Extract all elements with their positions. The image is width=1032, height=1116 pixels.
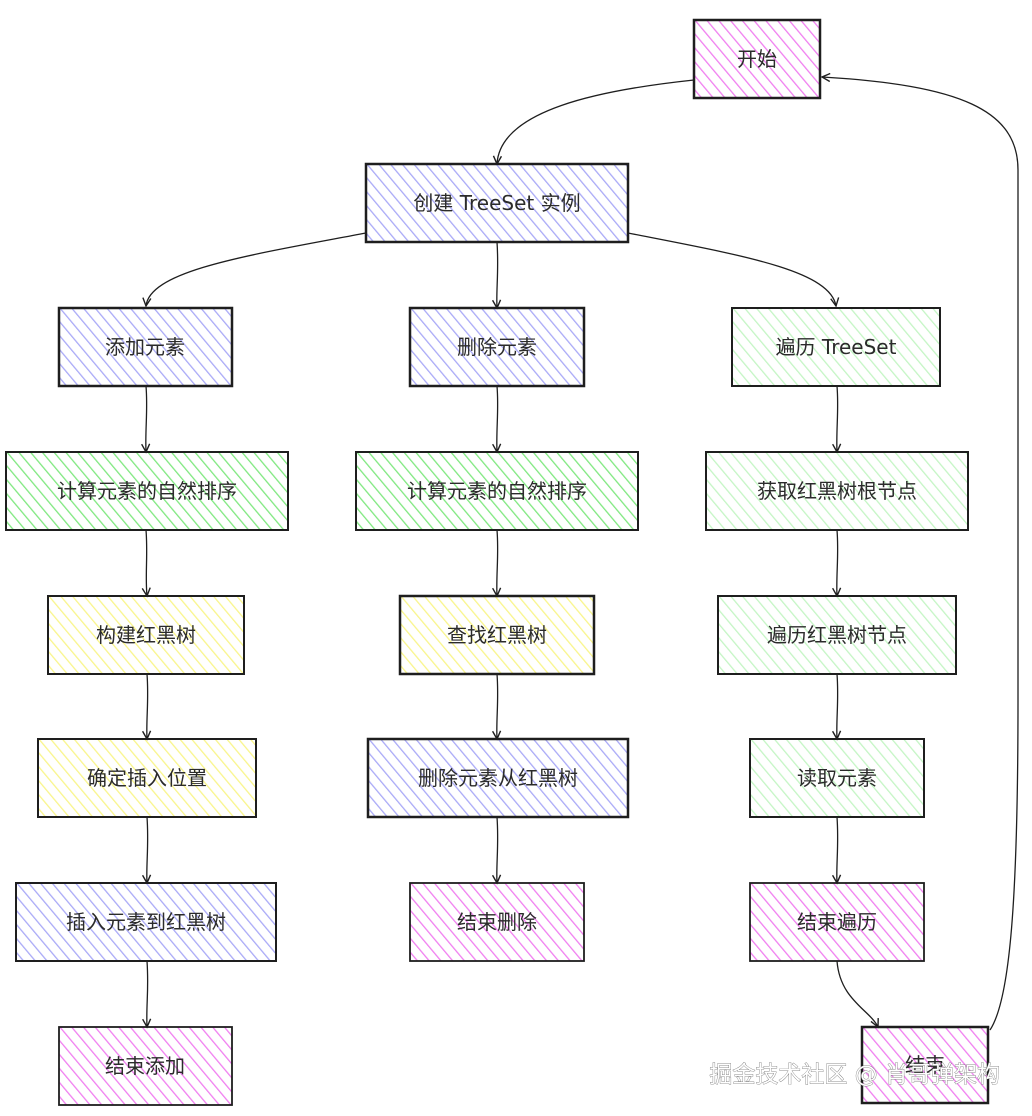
node-box — [57, 306, 234, 388]
node-label: 确定插入位置 — [87, 766, 207, 790]
remove-from-tree-node: 删除元素从红黑树 — [366, 737, 630, 819]
node-box — [366, 737, 630, 819]
edge-start-to-create — [492, 79, 695, 166]
edge-end-to-start — [820, 72, 1019, 1031]
node-box — [749, 738, 925, 818]
edge-create-to-add — [142, 232, 367, 308]
remove-compute-order-node: 计算元素的自然排序 — [355, 451, 639, 531]
read-element-node: 读取元素 — [749, 738, 925, 818]
node-box — [731, 307, 941, 387]
remove-element-node: 删除元素 — [408, 306, 586, 388]
node-label: 结束 — [905, 1053, 945, 1077]
node-box — [705, 451, 969, 531]
node-label: 构建红黑树 — [96, 623, 196, 647]
edge-remove-to-compute — [492, 385, 502, 454]
edge-create-to-traverse — [627, 232, 840, 308]
node-label: 添加元素 — [105, 335, 185, 359]
edge-read-to-end-traverse — [831, 816, 842, 885]
end-remove-node: 结束删除 — [409, 882, 585, 962]
node-box — [15, 882, 277, 962]
edge-remove-from-tree-to-end-remove — [491, 816, 502, 885]
edge-get-root-to-traverse-nodes — [832, 529, 842, 598]
node-label: 开始 — [737, 47, 777, 71]
node-box — [717, 595, 957, 675]
node-label: 计算元素的自然排序 — [407, 479, 587, 503]
node-label: 结束遍历 — [797, 910, 877, 934]
start-node: 开始 — [692, 18, 822, 100]
node-label: 读取元素 — [797, 766, 877, 790]
node-box — [692, 18, 822, 100]
node-label: 遍历 TreeSet — [776, 335, 897, 359]
node-label: 创建 TreeSet 实例 — [413, 191, 580, 215]
node-label: 遍历红黑树节点 — [767, 623, 907, 647]
traverse-tree-nodes-node: 遍历红黑树节点 — [717, 595, 957, 675]
edge-end-traverse-to-end — [836, 960, 879, 1029]
end-node: 结束 — [860, 1025, 990, 1105]
edge-find-to-remove-from-tree — [491, 673, 502, 741]
node-label: 查找红黑树 — [447, 623, 547, 647]
edge-remove-compute-to-find — [492, 529, 502, 598]
node-label: 获取红黑树根节点 — [757, 479, 917, 503]
end-traverse-node: 结束遍历 — [749, 882, 925, 962]
watermark: 掘金技术社区 @ 肖哥弹架构 — [709, 1062, 1000, 1088]
edge-traverse-nodes-to-read — [831, 673, 842, 741]
edge-add-to-compute — [141, 385, 151, 454]
node-box — [47, 595, 245, 675]
find-tree-node: 查找红黑树 — [398, 594, 596, 676]
node-label: 删除元素从红黑树 — [418, 766, 578, 790]
edge-insert-to-end-add — [142, 960, 152, 1029]
node-label: 插入元素到红黑树 — [66, 910, 226, 934]
node-box — [409, 882, 585, 962]
node-label: 结束添加 — [105, 1054, 185, 1078]
node-box — [58, 1026, 233, 1106]
node-label: 删除元素 — [457, 335, 537, 359]
build-tree-node: 构建红黑树 — [47, 595, 245, 675]
edge-add-compute-to-build — [141, 529, 151, 598]
node-box — [355, 451, 639, 531]
node-box — [408, 306, 586, 388]
end-add-node: 结束添加 — [58, 1026, 233, 1106]
edge-build-to-insert-pos — [141, 673, 152, 741]
node-box — [5, 451, 289, 531]
traverse-treeset-node: 遍历 TreeSet — [731, 307, 941, 387]
node-box — [398, 594, 596, 676]
node-label: 结束删除 — [457, 910, 537, 934]
node-box — [364, 162, 630, 244]
get-root-node: 获取红黑树根节点 — [705, 451, 969, 531]
edge-insert-pos-to-insert — [141, 816, 152, 885]
insert-to-tree-node: 插入元素到红黑树 — [15, 882, 277, 962]
create-treeset-node: 创建 TreeSet 实例 — [364, 162, 630, 244]
add-compute-order-node: 计算元素的自然排序 — [5, 451, 289, 531]
edge-create-to-remove — [491, 241, 502, 310]
node-box — [860, 1025, 990, 1105]
edge-traverse-to-get-root — [832, 385, 842, 454]
connectors — [141, 72, 1019, 1031]
insert-position-node: 确定插入位置 — [37, 738, 257, 818]
node-box — [749, 882, 925, 962]
add-element-node: 添加元素 — [57, 306, 234, 388]
node-box — [37, 738, 257, 818]
node-label: 计算元素的自然排序 — [57, 479, 237, 503]
